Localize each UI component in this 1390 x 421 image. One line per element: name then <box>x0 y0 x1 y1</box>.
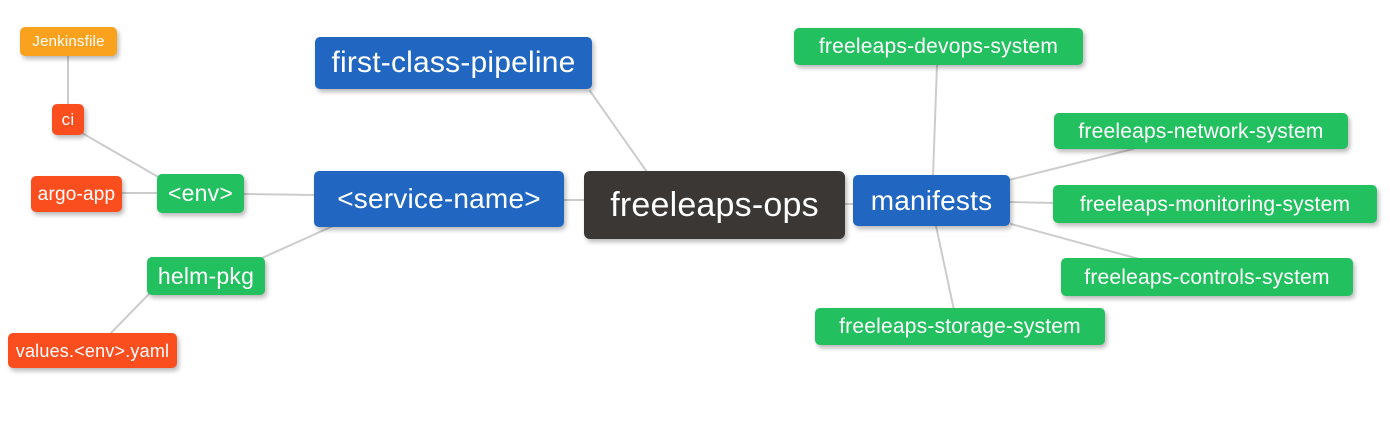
edge-pipeline-ops <box>589 90 648 173</box>
edge-manifests-network <box>1008 148 1134 181</box>
node-first-class-pipeline[interactable]: first-class-pipeline <box>315 37 592 89</box>
node-env[interactable]: <env> <box>157 174 244 213</box>
node-values-env-yaml[interactable]: values.<env>.yaml <box>8 333 177 368</box>
edge-env-service-name <box>242 193 316 196</box>
node-helm-pkg[interactable]: helm-pkg <box>147 257 265 295</box>
node-freeleaps-ops[interactable]: freeleaps-ops <box>584 171 845 239</box>
edge-manifests-storage <box>935 225 955 311</box>
edge-manifests-monitoring <box>1008 201 1055 204</box>
node-freeleaps-controls-system[interactable]: freeleaps-controls-system <box>1061 258 1353 296</box>
edge-ci-env <box>81 132 161 179</box>
edge-manifests-controls <box>1010 223 1140 260</box>
node-service-name[interactable]: <service-name> <box>314 171 564 227</box>
node-freeleaps-storage-system[interactable]: freeleaps-storage-system <box>815 308 1105 345</box>
edge-helm-pkg-values <box>109 293 150 335</box>
node-argo-app[interactable]: argo-app <box>31 176 122 212</box>
edge-manifests-devops <box>932 64 938 177</box>
node-jenkinsfile[interactable]: Jenkinsfile <box>20 27 117 56</box>
node-manifests[interactable]: manifests <box>853 175 1010 226</box>
node-freeleaps-monitoring-system[interactable]: freeleaps-monitoring-system <box>1053 185 1377 223</box>
edge-service-name-helm-pkg <box>261 225 334 259</box>
node-freeleaps-network-system[interactable]: freeleaps-network-system <box>1054 113 1348 149</box>
node-freeleaps-devops-system[interactable]: freeleaps-devops-system <box>794 28 1083 65</box>
node-ci[interactable]: ci <box>52 104 84 135</box>
